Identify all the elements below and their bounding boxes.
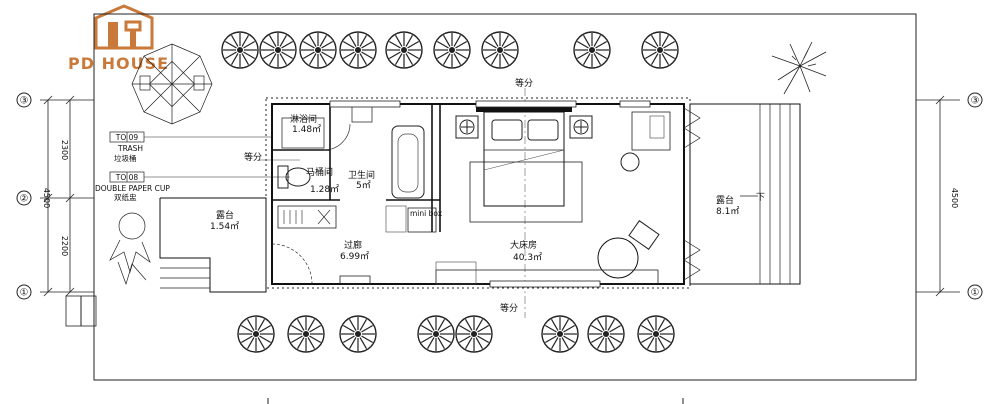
site-boundary <box>93 13 917 381</box>
umbrella-table-icon <box>131 43 213 125</box>
shower-name: 淋浴间 <box>290 113 317 125</box>
bedroom-area: 40.3㎡ <box>513 252 542 263</box>
shower-tray <box>281 117 325 149</box>
terrace-right-name: 露台 <box>716 194 734 206</box>
rug <box>469 161 583 223</box>
landscape-trees <box>221 31 679 353</box>
axis-bubble-left-2: ② <box>16 190 32 206</box>
tree-icon <box>339 31 377 69</box>
dim-left-total: 4500 <box>42 188 51 208</box>
toilet-area: 1.28㎡ <box>310 184 339 195</box>
axis-bubble-right-1: ① <box>967 284 983 300</box>
terrace-right-area: 8.1㎡ <box>716 206 739 217</box>
axis-label: ① <box>20 288 29 299</box>
dim-left-upper: 2300 <box>60 140 69 160</box>
tree-icon <box>339 315 377 353</box>
shower-area: 1.48㎡ <box>292 124 321 135</box>
tree-icon <box>221 31 259 69</box>
bedside-lamp-icon <box>569 115 593 139</box>
wardrobe-hangers <box>283 209 331 225</box>
axis-bubble-left-1: ① <box>16 284 32 300</box>
tree-icon <box>641 31 679 69</box>
house-logo-icon <box>94 4 154 50</box>
mini-box <box>407 207 437 233</box>
tree-icon <box>541 315 579 353</box>
bathroom-name: 卫生间 <box>348 169 375 181</box>
tree-icon <box>385 31 423 69</box>
shower-door-swing <box>323 123 351 151</box>
bathroom-area: 5㎡ <box>356 180 371 191</box>
cup-en: DOUBLE PAPER CUP <box>95 184 170 193</box>
left-terrace <box>159 197 267 293</box>
axis-label: ③ <box>20 96 29 107</box>
tree-icon <box>433 31 471 69</box>
bed <box>483 111 565 207</box>
terrace-steps <box>759 104 791 284</box>
pillow <box>527 119 559 141</box>
folding-doors <box>683 107 701 281</box>
corridor-area: 6.99㎡ <box>340 251 369 262</box>
toilet-name: 马桶间 <box>306 166 333 178</box>
bedroom-name: 大床房 <box>510 239 537 251</box>
building-outline <box>265 97 691 289</box>
entry-door-swing <box>271 243 313 285</box>
pillow <box>491 119 523 141</box>
basin <box>351 105 373 123</box>
tree-icon <box>237 315 275 353</box>
right-terrace <box>689 103 801 285</box>
tree-icon <box>573 31 611 69</box>
axis-label: ① <box>971 288 980 299</box>
interior-walls <box>272 104 441 232</box>
equal-bottom: 等分 <box>500 302 518 314</box>
wardrobe <box>277 205 337 229</box>
desk <box>631 111 671 151</box>
axis-label: ③ <box>971 96 980 107</box>
dim-right-total: 4500 <box>950 188 959 208</box>
corridor-name: 过廊 <box>344 239 362 251</box>
trash-cn: 垃圾桶 <box>114 153 137 163</box>
left-dimensions <box>40 95 94 297</box>
axis-label: ② <box>20 194 29 205</box>
right-dimensions <box>916 95 960 297</box>
equal-left: 等分 <box>244 151 262 163</box>
cup-code: TO 08 <box>115 173 139 182</box>
tree-icon <box>417 315 455 353</box>
axis-bubble-right-3: ③ <box>967 92 983 108</box>
terrace-left-area: 1.54㎡ <box>210 221 239 232</box>
cup-tag: TO 08 DOUBLE PAPER CUP 双纸盅 <box>95 171 290 202</box>
desk-chair <box>620 152 640 172</box>
down-label: 下 <box>756 193 765 203</box>
dim-left-lower: 2200 <box>60 236 69 256</box>
tree-icon <box>637 315 675 353</box>
tree-icon <box>587 315 625 353</box>
tree-icon <box>455 315 493 353</box>
cabinet <box>385 205 407 233</box>
tree-icon <box>481 31 519 69</box>
terrace-left-name: 露台 <box>216 209 234 221</box>
round-table <box>597 237 639 279</box>
windows <box>329 100 651 288</box>
headboard <box>476 106 572 112</box>
minibox-label: mini box <box>410 209 443 218</box>
trash-en: TRASH <box>117 144 143 153</box>
bathtub <box>391 125 425 199</box>
trash-code: TO 09 <box>115 133 139 142</box>
tree-icon <box>259 31 297 69</box>
tree-icon <box>287 315 325 353</box>
bedside-lamp-icon <box>455 115 479 139</box>
armchair <box>628 220 660 250</box>
tree-icon <box>299 31 337 69</box>
palm-tree-icon <box>771 41 827 95</box>
cup-cn: 双纸盅 <box>114 192 137 202</box>
axis-bubble-left-3: ③ <box>16 92 32 108</box>
trash-tag: TO 09 TRASH 垃圾桶 <box>109 131 272 163</box>
shrub-icon <box>109 212 151 286</box>
equal-top: 等分 <box>515 77 533 89</box>
entry-console <box>339 275 371 285</box>
left-steps <box>160 267 210 289</box>
